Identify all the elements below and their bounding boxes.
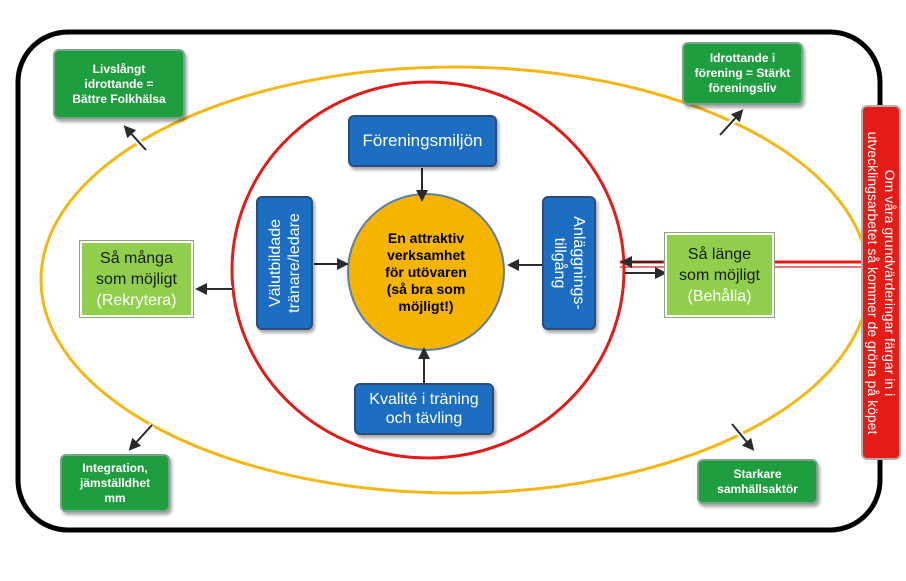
box-foreningsliv-label: Idrottande i förening = Stärkt förenings… (694, 51, 791, 95)
arrow-to-top-left (123, 125, 149, 153)
box-anlaggning: Anläggnings- tillgång (542, 196, 596, 330)
box-rekrytera: Så många som möjligt (Rekrytera) (79, 240, 194, 318)
box-behalla-line1: Så länge (687, 245, 752, 263)
box-foreningsliv: Idrottande i förening = Stärkt förenings… (682, 42, 803, 105)
center-circle: En attraktiv verksamhet för utövaren (så… (358, 210, 494, 334)
box-foreningsmiljon-label: Föreningsmiljön (362, 131, 483, 150)
box-behalla-line2: som möjligt (679, 266, 760, 284)
side-note-label: Om våra grundvärderingar färgar in i utv… (865, 131, 898, 434)
box-kvalite: Kvalité i träning och tävling (354, 383, 494, 435)
arrow-to-bottom-right (729, 422, 755, 451)
box-foreningsmiljon: Föreningsmiljön (348, 115, 497, 167)
box-rekrytera-line2: som möjligt (96, 270, 177, 288)
box-valutbildade: Välutbildade tränare/ledare (256, 196, 313, 330)
box-integration: Integration, jämställdhet mm (60, 454, 170, 512)
center-text: En attraktiv verksamhet för utövaren (så… (385, 229, 467, 314)
box-anlaggning-label: Anläggnings- tillgång (551, 216, 587, 310)
box-kvalite-label: Kvalité i träning och tävling (369, 391, 479, 427)
arrow-to-bottom-left (128, 422, 155, 451)
box-samhallsaktor-label: Starkare samhällsaktör (717, 466, 798, 496)
box-rekrytera-line3: (Rekrytera) (96, 291, 177, 309)
inner-ring-ellipse (230, 80, 626, 460)
arrow-to-right-green (620, 256, 667, 279)
box-behalla-line3: (Behålla) (687, 287, 752, 305)
arrow-to-top-right (717, 109, 744, 138)
box-behalla: Så länge som möjligt (Behålla) (664, 232, 775, 318)
box-samhallsaktor: Starkare samhällsaktör (697, 459, 818, 504)
box-folkhalsa: Livslångt idrottande = Bättre Folkhälsa (53, 49, 185, 119)
side-note-box: Om våra grundvärderingar färgar in i utv… (861, 105, 901, 460)
box-rekrytera-line1: Så många (100, 249, 173, 267)
box-valutbildade-label: Välutbildade tränare/ledare (266, 213, 303, 313)
box-folkhalsa-label: Livslångt idrottande = Bättre Folkhälsa (72, 61, 166, 106)
box-integration-label: Integration, jämställdhet mm (79, 460, 151, 505)
